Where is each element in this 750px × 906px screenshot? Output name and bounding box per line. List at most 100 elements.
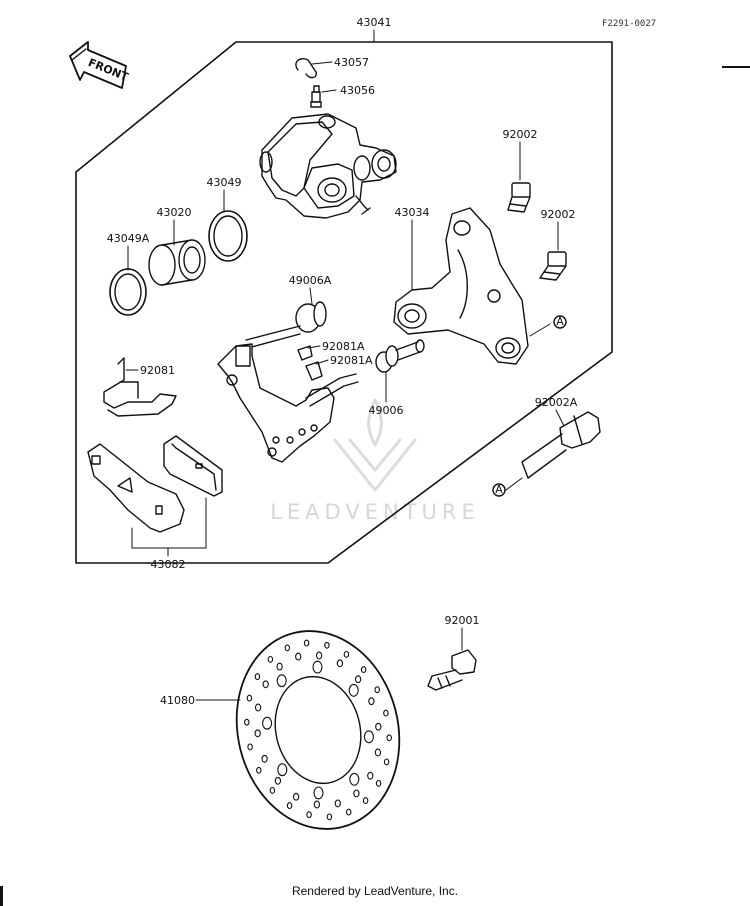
reference-a-1: A — [556, 315, 564, 328]
disc-hole — [383, 709, 389, 717]
reference-circle-a-1 — [553, 315, 567, 329]
disc-hole — [324, 641, 330, 649]
disc-hole — [276, 662, 283, 671]
disc-hole — [274, 776, 282, 785]
leader-ref-a-bolt — [505, 477, 523, 491]
label-43049: 43049 — [207, 176, 242, 189]
disc-hole — [345, 808, 352, 816]
disc-hole — [303, 639, 310, 647]
piston-43020 — [148, 239, 206, 286]
leader-ref-a-bracket — [529, 323, 551, 337]
disc-hole — [262, 680, 269, 689]
label-43020: 43020 — [157, 206, 192, 219]
disc-hole — [261, 754, 268, 763]
label-43049A: 43049A — [107, 232, 150, 245]
pad-spring-92081 — [103, 357, 177, 417]
disc-hole — [315, 651, 323, 660]
disc-hole — [244, 718, 250, 726]
assembly-frame — [75, 41, 613, 564]
label-43034: 43034 — [395, 206, 430, 219]
leader-92081A-1 — [307, 345, 321, 349]
disc-hole — [276, 674, 287, 688]
disc-hole — [336, 659, 344, 668]
label-43041: 43041 — [357, 16, 392, 29]
caliper-holder — [217, 343, 359, 463]
clip-92081A-2 — [305, 361, 323, 381]
bolt-92002-lower — [539, 251, 567, 281]
label-41080: 41080 — [160, 694, 195, 707]
disc-hole — [256, 766, 262, 774]
corner-mark — [0, 886, 3, 906]
disc-hole — [254, 673, 261, 681]
dust-seal-43049A — [109, 268, 147, 316]
disc-hole — [362, 797, 369, 805]
disc-hole — [306, 811, 312, 819]
brake-pad-inner — [163, 435, 223, 497]
disc-hole — [343, 650, 350, 658]
disc-hole — [292, 792, 300, 801]
disc-hole — [284, 644, 291, 652]
boot-49006 — [375, 339, 425, 373]
disc-hole — [277, 763, 288, 777]
label-92002-lower: 92002 — [541, 208, 576, 221]
bleeder-43056 — [310, 85, 322, 108]
label-43057: 43057 — [334, 56, 369, 69]
disc-hole — [374, 748, 382, 757]
label-92002A: 92002A — [535, 396, 578, 409]
disc-hole — [267, 655, 274, 663]
leader-92081A-2 — [315, 359, 329, 365]
disc-hole — [262, 716, 273, 730]
label-43082: 43082 — [151, 558, 186, 571]
pin-clip-43057 — [295, 58, 318, 79]
disc-hole — [254, 729, 261, 738]
caliper-body — [259, 113, 397, 219]
disc-hole — [386, 734, 392, 742]
seal-43049 — [208, 210, 248, 262]
boot-49006A — [295, 301, 327, 333]
leader-92002A — [555, 409, 565, 427]
disc-hole — [375, 779, 382, 787]
brake-disc-41080 — [235, 630, 401, 830]
disc-hole — [374, 686, 380, 694]
label-49006: 49006 — [369, 404, 404, 417]
disc-hole — [246, 694, 253, 702]
disc-hole — [349, 772, 360, 786]
bracket-43034 — [393, 207, 529, 365]
label-43056: 43056 — [340, 84, 375, 97]
disc-hole — [367, 771, 374, 780]
bolt-92002A — [521, 411, 601, 479]
leader-43057 — [311, 61, 333, 65]
disc-hole — [295, 652, 302, 661]
clip-92081A-1 — [297, 345, 313, 361]
disc-hole — [348, 683, 359, 697]
reference-circle-a-2 — [492, 483, 506, 497]
bolt-92002-upper — [507, 182, 531, 213]
disc-hole — [354, 675, 362, 684]
disc-hole — [326, 813, 333, 821]
edge-rule — [722, 66, 750, 68]
label-92081A-1: 92081A — [322, 340, 365, 353]
leader-43056 — [321, 89, 337, 93]
diagram-code: F2291-0027 — [602, 19, 656, 29]
disc-hole — [254, 703, 262, 712]
disc-hole — [363, 730, 374, 744]
leader-49006A — [309, 287, 313, 305]
brake-pad-outer — [87, 443, 185, 533]
leader-43082 — [131, 497, 207, 549]
disc-hole — [353, 789, 360, 798]
front-arrow-icon — [69, 41, 127, 89]
slide-pin-upper — [245, 325, 301, 349]
disc-hole — [312, 660, 323, 674]
disc-hole — [375, 722, 382, 731]
label-92081A-2: 92081A — [330, 354, 373, 367]
label-92081: 92081 — [140, 364, 175, 377]
disc-hole — [247, 743, 253, 751]
label-92001: 92001 — [445, 614, 480, 627]
bolt-92001 — [427, 649, 477, 691]
watermark: LEADVENTURE — [270, 500, 480, 524]
reference-a-2: A — [495, 483, 503, 496]
disc-hole — [368, 697, 375, 706]
watermark-emblem — [333, 398, 417, 492]
label-92002-upper: 92002 — [503, 128, 538, 141]
